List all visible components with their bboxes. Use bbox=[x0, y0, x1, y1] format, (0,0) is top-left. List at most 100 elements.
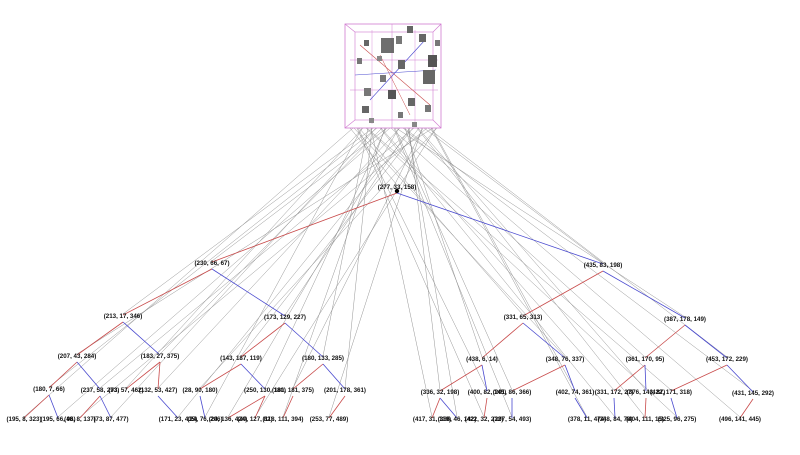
tree-node-label: (250, 130, 180) bbox=[244, 387, 286, 394]
tree-node-label: (376, 143, 87) bbox=[627, 389, 666, 396]
leader-line bbox=[284, 127, 411, 316]
leader-line bbox=[76, 127, 434, 355]
leader-line bbox=[125, 127, 364, 389]
left-branch-edge bbox=[483, 397, 488, 419]
leader-line bbox=[240, 127, 420, 357]
leader-line bbox=[227, 127, 400, 418]
right-branch-edge bbox=[684, 324, 728, 359]
left-branch-edge bbox=[511, 364, 566, 392]
tree-node-label: (348, 76, 337) bbox=[546, 356, 585, 363]
leader-line bbox=[366, 127, 672, 391]
leader-line bbox=[344, 127, 373, 389]
left-branch-edge bbox=[644, 397, 647, 419]
tree-node-label: (400, 82, 145) bbox=[468, 389, 507, 396]
tree-node-label: (386, 46, 142) bbox=[438, 416, 477, 423]
leader-line bbox=[322, 127, 369, 357]
leader-line bbox=[407, 127, 458, 418]
right-branch-edge bbox=[726, 364, 754, 393]
tree-node-label: (180, 7, 66) bbox=[33, 386, 65, 393]
tree-node-label: (331, 172, 27) bbox=[595, 389, 634, 396]
tree-node-label: (404, 111, 15) bbox=[626, 416, 664, 423]
right-branch-edge bbox=[522, 322, 566, 359]
leader-line bbox=[393, 127, 513, 418]
tree-node-label: (132, 53, 427) bbox=[139, 387, 178, 394]
left-branch-edge bbox=[122, 268, 213, 316]
left-branch-edge bbox=[48, 361, 78, 389]
leader-line bbox=[358, 127, 524, 316]
tree-node-label: (237, 58, 293) bbox=[81, 387, 120, 394]
tree-node-label: (422, 32, 232) bbox=[465, 416, 504, 423]
tree-node-label: (325, 96, 275) bbox=[658, 416, 697, 423]
leader-line bbox=[423, 127, 604, 264]
left-branch-edge bbox=[613, 364, 646, 392]
left-branch-edge bbox=[431, 397, 441, 419]
right-branch-edge bbox=[99, 395, 112, 419]
left-branch-edge bbox=[240, 322, 286, 358]
leader-line bbox=[254, 127, 437, 418]
tree-node-label: (435, 83, 198) bbox=[584, 262, 623, 269]
tree-node-label: (453, 172, 229) bbox=[706, 356, 748, 363]
right-branch-edge bbox=[481, 364, 488, 392]
tree-node-label: (171, 23, 435) bbox=[159, 416, 198, 423]
leader-line bbox=[395, 127, 686, 318]
tree-node-label: (438, 6, 14) bbox=[466, 356, 498, 363]
leader-line bbox=[122, 127, 374, 315]
leader-line bbox=[177, 127, 414, 418]
tree-node-label: (417, 31, 119) bbox=[413, 416, 451, 423]
leader-line bbox=[282, 127, 386, 418]
tree-node-label: (297, 54, 493) bbox=[493, 416, 532, 423]
tree-node-label: (181, 181, 375) bbox=[272, 387, 314, 394]
tree-node-label: (24, 76, 206) bbox=[187, 416, 222, 423]
tree-node-label: (48, 8, 137) bbox=[64, 416, 96, 423]
leader-line bbox=[199, 127, 438, 389]
leader-line bbox=[402, 127, 741, 418]
tree-node-label: (422, 171, 318) bbox=[650, 389, 692, 396]
leader-lines bbox=[23, 127, 754, 418]
left-branch-edge bbox=[292, 363, 324, 390]
leader-line bbox=[353, 127, 566, 358]
right-branch-edge bbox=[322, 363, 346, 390]
leader-line bbox=[79, 127, 428, 418]
root-node-label: (277, 33, 158) bbox=[378, 184, 417, 191]
tree-node-label: (180, 133, 285) bbox=[302, 355, 344, 362]
leader-line bbox=[23, 127, 354, 418]
left-branch-edge bbox=[282, 395, 294, 419]
tree-node-label: (348, 84, 78) bbox=[597, 416, 632, 423]
leader-line bbox=[404, 127, 483, 358]
right-branch-edge bbox=[670, 397, 678, 419]
leader-line bbox=[57, 127, 391, 418]
tree-node-label: (378, 11, 474) bbox=[568, 416, 606, 423]
left-branch-edge bbox=[644, 324, 686, 359]
left-branch-edge bbox=[211, 192, 398, 263]
right-branch-edge bbox=[439, 397, 458, 419]
tree-node-label: (201, 178, 361) bbox=[324, 387, 366, 394]
tree-node-label: (73, 87, 477) bbox=[93, 416, 128, 423]
root-node-marker bbox=[394, 188, 400, 194]
tree-node-label: (253, 77, 489) bbox=[310, 416, 349, 423]
tree-node-label: (496, 141, 445) bbox=[719, 416, 761, 423]
leader-line bbox=[110, 127, 377, 418]
leader-line bbox=[157, 127, 401, 389]
right-branch-edge bbox=[574, 397, 588, 419]
tree-node-label: (195, 8, 323) bbox=[6, 416, 41, 423]
tree-node-label: (40, 127, 82) bbox=[237, 416, 272, 423]
left-branch-edge bbox=[670, 364, 728, 392]
leader-line bbox=[408, 127, 441, 391]
tree-node-label: (207, 43, 284) bbox=[58, 353, 97, 360]
leader-line bbox=[379, 127, 616, 418]
left-branch-edge bbox=[227, 395, 266, 419]
tree-nodes: (277, 33, 158) (230, 66, 67) (435, 83, 198… bbox=[6, 184, 774, 423]
right-branch-edge bbox=[122, 321, 161, 356]
tree-node-label: (213, 17, 346) bbox=[104, 313, 143, 320]
tree-node-label: (28, 90, 180) bbox=[182, 387, 217, 394]
right-branch-edge bbox=[240, 363, 266, 390]
leader-line bbox=[394, 127, 513, 391]
3d-point-cloud-thumbnail bbox=[344, 23, 442, 129]
tree-node-label: (230, 66, 67) bbox=[194, 260, 229, 267]
tree-node-label: (173, 129, 227) bbox=[264, 314, 306, 321]
leader-line bbox=[370, 127, 433, 418]
left-branch-edge bbox=[199, 363, 242, 390]
leader-line bbox=[48, 127, 378, 388]
leader-line bbox=[365, 127, 678, 418]
